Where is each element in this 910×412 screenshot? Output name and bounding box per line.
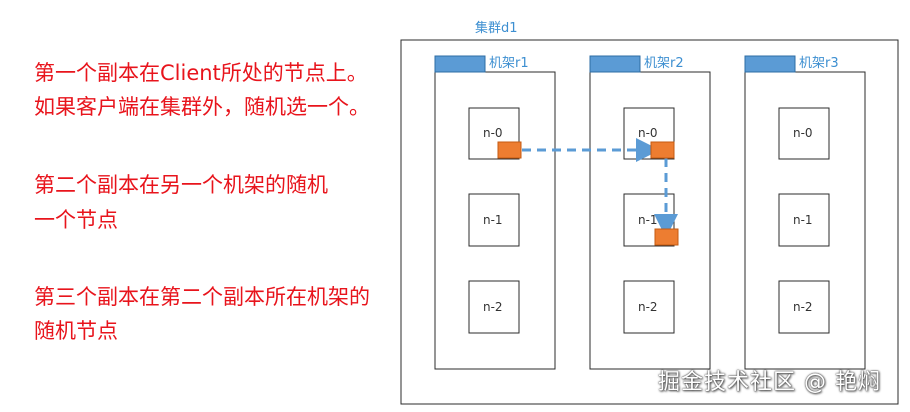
- node-label: n-0: [483, 126, 503, 140]
- node-label: n-1: [638, 213, 658, 227]
- node-box: [623, 280, 675, 334]
- rack-r3: 机架r3 n-0 n-1 n-2: [744, 55, 866, 370]
- watermark: 掘金技术社区 @ 艳焖: [658, 370, 881, 395]
- replica-block-3: [654, 228, 679, 246]
- node-label: n-2: [638, 300, 658, 314]
- rack-r2: 机架r2 n-0 n-1 n-2: [589, 55, 711, 370]
- rack-label: 机架r1: [489, 56, 529, 71]
- node-label: n-2: [483, 300, 503, 314]
- note-line-1: 第一个副本在Client所处的节点上。: [34, 61, 368, 85]
- node-box: [778, 193, 830, 247]
- replica-block-2: [650, 141, 675, 159]
- node-label: n-1: [793, 213, 813, 227]
- cluster-label: 集群d1: [475, 20, 518, 36]
- node-box: [778, 107, 830, 160]
- node-box: [778, 280, 830, 334]
- replica-placement-notes: 第一个副本在Client所处的节点上。 如果客户端在集群外，随机选一个。 第二个…: [0, 0, 400, 412]
- note-line-5: 第三个副本在第二个副本所在机架的: [34, 285, 370, 309]
- rack-r1: 机架r1 n-0 n-1 n-2: [434, 55, 556, 370]
- node-box: [468, 193, 520, 247]
- rack-label: 机架r3: [799, 56, 839, 71]
- rack-label: 机架r2: [644, 56, 684, 71]
- node-box: [468, 280, 520, 334]
- note-line-3: 第二个副本在另一个机架的随机: [34, 173, 328, 197]
- note-line-4: 一个节点: [34, 208, 118, 232]
- node-label: n-0: [793, 126, 813, 140]
- note-line-6: 随机节点: [34, 319, 118, 343]
- node-label: n-1: [483, 213, 503, 227]
- node-label: n-2: [793, 300, 813, 314]
- rack-header: [434, 55, 486, 73]
- replica-block-1: [497, 141, 522, 159]
- rack-header: [744, 55, 796, 73]
- rack-header: [589, 55, 641, 73]
- node-label: n-0: [638, 126, 658, 140]
- note-line-2: 如果客户端在集群外，随机选一个。: [34, 95, 370, 119]
